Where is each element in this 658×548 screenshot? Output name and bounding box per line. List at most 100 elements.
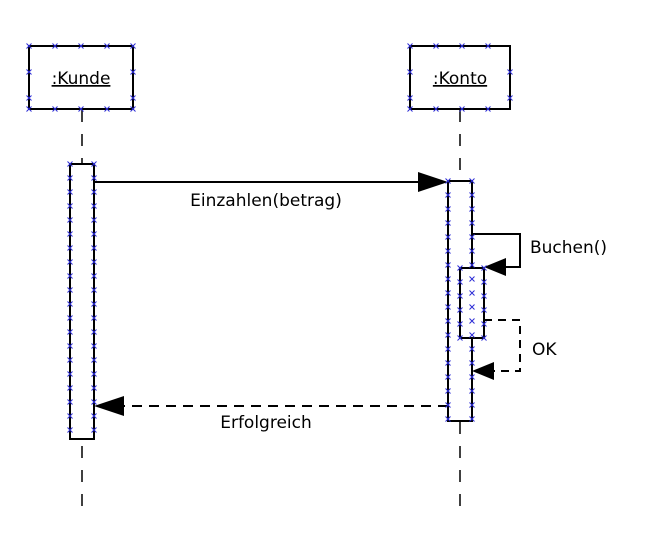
message-einzahlen-label: Einzahlen(betrag)	[190, 191, 342, 211]
selection-handle-marker	[26, 95, 32, 101]
message-einzahlen-arrowhead	[418, 172, 448, 192]
selection-handle-marker	[67, 301, 73, 307]
selection-handle-marker	[26, 106, 32, 112]
selection-handle-marker	[481, 321, 487, 327]
selection-handle-marker	[91, 161, 97, 167]
selection-handle-marker	[67, 259, 73, 265]
selection-handle-marker	[67, 357, 73, 363]
selection-handle-marker	[67, 273, 73, 279]
selection-handle-marker	[457, 307, 463, 313]
selection-handle-marker	[67, 343, 73, 349]
message-erfolgreich-arrowhead	[94, 396, 124, 416]
selection-handle-marker	[459, 43, 465, 49]
message-buchen-label: Buchen()	[530, 238, 607, 258]
selection-handle-marker	[91, 203, 97, 209]
selection-handle-marker	[52, 106, 58, 112]
selection-handle-marker	[469, 262, 475, 268]
selection-handle-marker	[445, 206, 451, 212]
selection-handle-marker	[91, 175, 97, 181]
selection-handle-marker	[469, 276, 475, 282]
activation-konto-nested[interactable]	[459, 267, 485, 339]
message-erfolgreich-label: Erfolgreich	[220, 413, 312, 433]
selection-handle-marker	[445, 220, 451, 226]
message-ok[interactable]: OK	[472, 319, 557, 380]
selection-handle-marker	[91, 231, 97, 237]
object-konto-box[interactable]	[409, 45, 511, 110]
object-konto[interactable]: :Konto	[409, 45, 511, 110]
selection-handle-marker	[469, 374, 475, 380]
selection-handle-marker	[67, 385, 73, 391]
selection-handle-marker	[445, 332, 451, 338]
selection-handle-marker	[91, 259, 97, 265]
selection-handle-marker	[104, 106, 110, 112]
selection-handle-marker	[91, 287, 97, 293]
selection-handle-marker	[407, 95, 413, 101]
selection-handle-marker	[445, 304, 451, 310]
message-buchen[interactable]: Buchen()	[472, 233, 607, 276]
selection-handle-marker	[130, 95, 136, 101]
message-ok-line	[484, 319, 521, 372]
selection-handle-marker	[469, 178, 475, 184]
selection-handle-marker	[445, 360, 451, 366]
selection-handle-marker	[78, 106, 84, 112]
selection-handle-marker	[457, 265, 463, 271]
selection-handle-marker	[469, 304, 475, 310]
selection-handle-marker	[445, 178, 451, 184]
selection-handle-marker	[91, 245, 97, 251]
selection-handle-marker	[91, 315, 97, 321]
activation-kunde[interactable]	[69, 163, 95, 440]
selection-handle-marker	[78, 43, 84, 49]
selection-handle-marker	[445, 290, 451, 296]
selection-handle-marker	[67, 175, 73, 181]
message-buchen-arrowhead	[484, 258, 506, 276]
selection-handle-marker	[481, 307, 487, 313]
selection-handle-marker	[91, 399, 97, 405]
selection-handle-marker	[469, 346, 475, 352]
selection-handle-marker	[67, 427, 73, 433]
selection-handle-marker	[469, 220, 475, 226]
selection-handle-marker	[67, 399, 73, 405]
selection-handle-marker	[67, 203, 73, 209]
selection-handle-marker	[445, 374, 451, 380]
selection-handle-marker	[407, 43, 413, 49]
selection-handle-marker	[91, 189, 97, 195]
selection-handle-marker	[67, 189, 73, 195]
selection-handle-marker	[407, 106, 413, 112]
selection-handle-marker	[469, 402, 475, 408]
selection-handle-marker	[469, 290, 475, 296]
selection-handle-marker	[469, 416, 475, 422]
selection-handle-marker	[469, 332, 475, 338]
selection-handle-marker	[445, 388, 451, 394]
selection-handle-marker	[445, 346, 451, 352]
selection-handle-marker	[445, 248, 451, 254]
selection-handle-marker	[91, 427, 97, 433]
selection-handle-marker	[469, 248, 475, 254]
selection-handle-marker	[67, 413, 73, 419]
message-erfolgreich[interactable]: Erfolgreich	[94, 396, 448, 433]
selection-handle-marker	[91, 357, 97, 363]
object-kunde-box[interactable]	[28, 45, 134, 110]
selection-handle-marker	[445, 318, 451, 324]
selection-handle-marker	[67, 287, 73, 293]
selection-handle-marker	[407, 69, 413, 75]
selection-handle-marker	[445, 402, 451, 408]
selection-handle-marker	[91, 301, 97, 307]
selection-handle-marker	[26, 43, 32, 49]
selection-handle-marker	[91, 413, 97, 419]
selection-handle-marker	[481, 335, 487, 341]
selection-handle-marker	[433, 106, 439, 112]
message-ok-arrowhead	[472, 362, 494, 380]
selection-handle-marker	[67, 371, 73, 377]
object-kunde[interactable]: :Kunde	[28, 45, 134, 110]
selection-handle-marker	[91, 217, 97, 223]
message-einzahlen[interactable]: Einzahlen(betrag)	[94, 172, 448, 211]
message-ok-label: OK	[532, 340, 557, 360]
selection-handle-marker	[445, 192, 451, 198]
selection-handle-marker	[67, 217, 73, 223]
selection-handle-marker	[91, 329, 97, 335]
selection-handle-marker	[469, 192, 475, 198]
selection-handle-marker	[52, 43, 58, 49]
selection-handle-marker	[481, 279, 487, 285]
selection-handle-marker	[26, 69, 32, 75]
